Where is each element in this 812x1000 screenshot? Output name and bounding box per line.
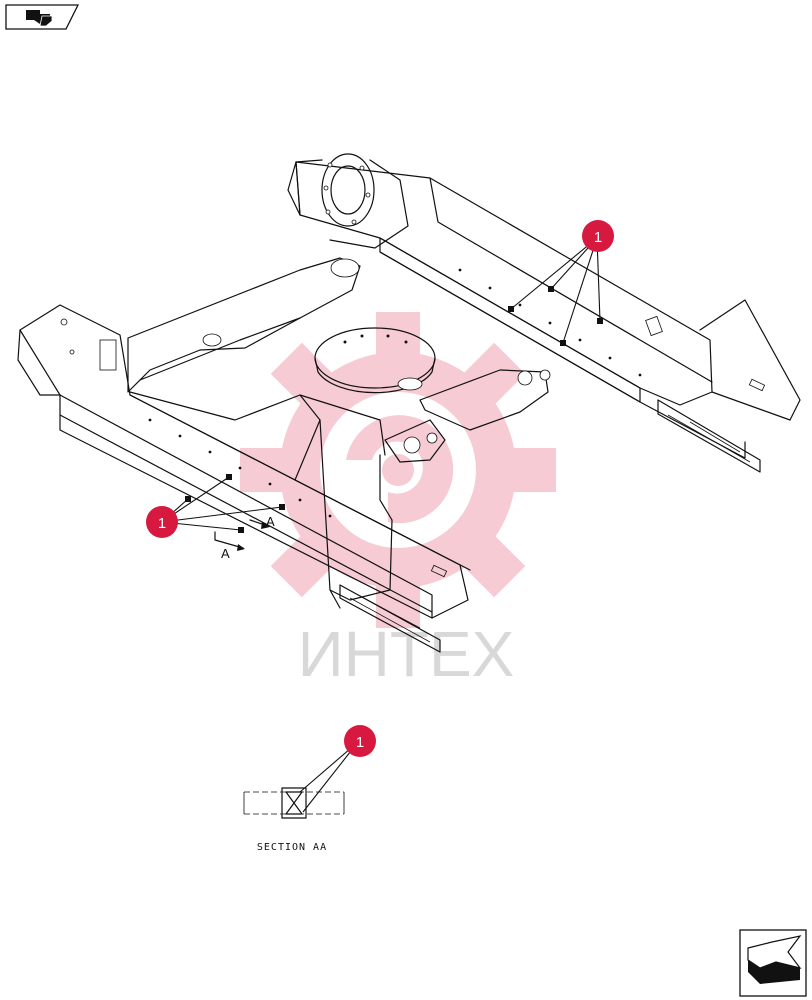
section-marker-label: A [221, 546, 230, 561]
callout-number: 1 [158, 515, 166, 532]
pad-part [508, 286, 603, 346]
callout-number: 1 [594, 229, 602, 246]
rail-bolt-holes [148, 268, 642, 518]
callout-item-1[interactable]: 1 [146, 476, 283, 538]
next-page-icon[interactable] [739, 929, 807, 997]
callout-item-1[interactable]: 1 [510, 220, 614, 344]
back-page-icon[interactable] [5, 4, 80, 30]
section-marker-label: A [266, 514, 275, 529]
section-cut-marker-right: A [249, 514, 275, 529]
section-caption: SECTION AA [257, 842, 327, 853]
section-cut-marker-left: A [214, 531, 245, 561]
section-aa-detail: SECTION AA [243, 787, 345, 853]
callout-number: 1 [356, 734, 364, 751]
callout-item-1[interactable]: 1 [299, 725, 376, 813]
watermark-text: ИНТЕХ [298, 618, 515, 690]
watermark-gear-logo [240, 312, 556, 628]
